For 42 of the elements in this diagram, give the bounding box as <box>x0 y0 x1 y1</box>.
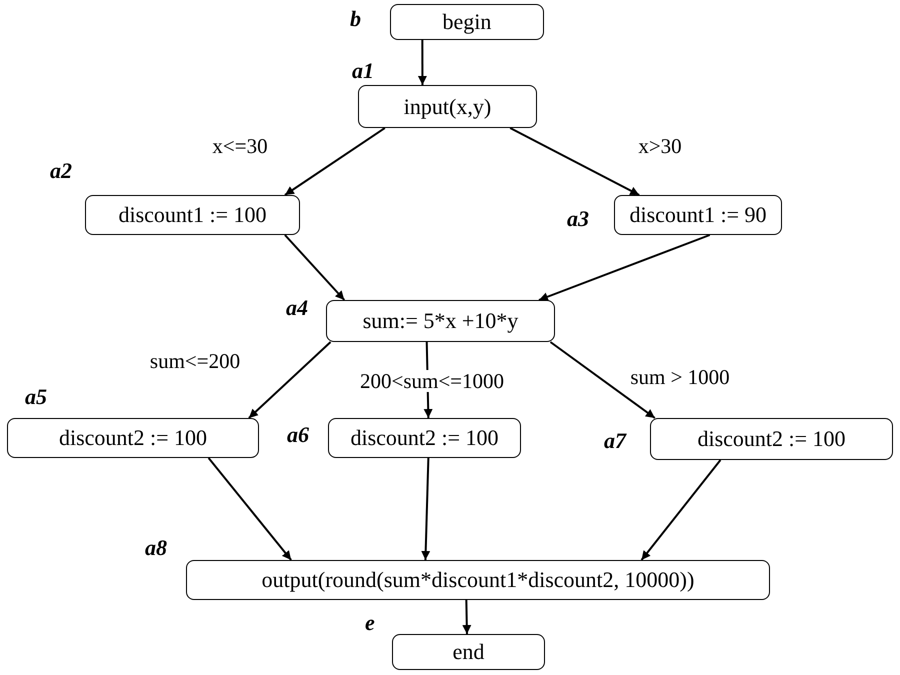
arrow <box>418 40 427 85</box>
node-label: b <box>350 8 361 30</box>
arrow <box>640 459 722 561</box>
arrow <box>248 341 332 419</box>
step-text: discount1 := 100 <box>118 202 267 228</box>
process-box <box>650 418 893 460</box>
process-box <box>328 418 521 458</box>
process-box <box>392 634 545 670</box>
arrow <box>284 234 346 301</box>
arrow <box>462 600 472 634</box>
process-box <box>614 195 782 235</box>
node-label: a5 <box>25 386 47 408</box>
arrow <box>208 457 292 561</box>
step-text: begin <box>442 9 492 35</box>
process-box <box>7 418 259 458</box>
node-label: e <box>365 612 375 634</box>
node-label: a6 <box>287 424 309 446</box>
process-box <box>390 4 544 40</box>
step-text: discount2 := 100 <box>697 426 846 452</box>
step-text: discount2 := 100 <box>58 425 208 451</box>
step-text: input(x,y) <box>404 94 492 120</box>
arrow <box>538 234 710 301</box>
arrow <box>510 127 640 196</box>
step-text: output(round(sum*discount1*discount2, 10000)) <box>262 567 694 593</box>
node-label: a1 <box>352 60 374 82</box>
process-box <box>85 195 300 235</box>
node-label: a3 <box>567 208 589 230</box>
node-label: a7 <box>604 430 626 452</box>
node-label: a8 <box>145 537 167 559</box>
arrow <box>550 341 656 419</box>
arrow <box>284 127 386 196</box>
process-box <box>358 85 537 128</box>
process-box <box>326 300 555 342</box>
step-text: discount2 := 100 <box>350 425 499 451</box>
process-box <box>186 560 770 600</box>
step-text: discount1 := 90 <box>629 202 767 228</box>
node-label: a2 <box>50 160 72 182</box>
step-text: end <box>452 639 484 665</box>
step-text: sum:= 5*x +10*y <box>362 308 518 334</box>
node-label: a4 <box>286 297 308 319</box>
edge-label: 200<sum<=1000 <box>360 370 504 392</box>
arrow <box>421 458 430 560</box>
